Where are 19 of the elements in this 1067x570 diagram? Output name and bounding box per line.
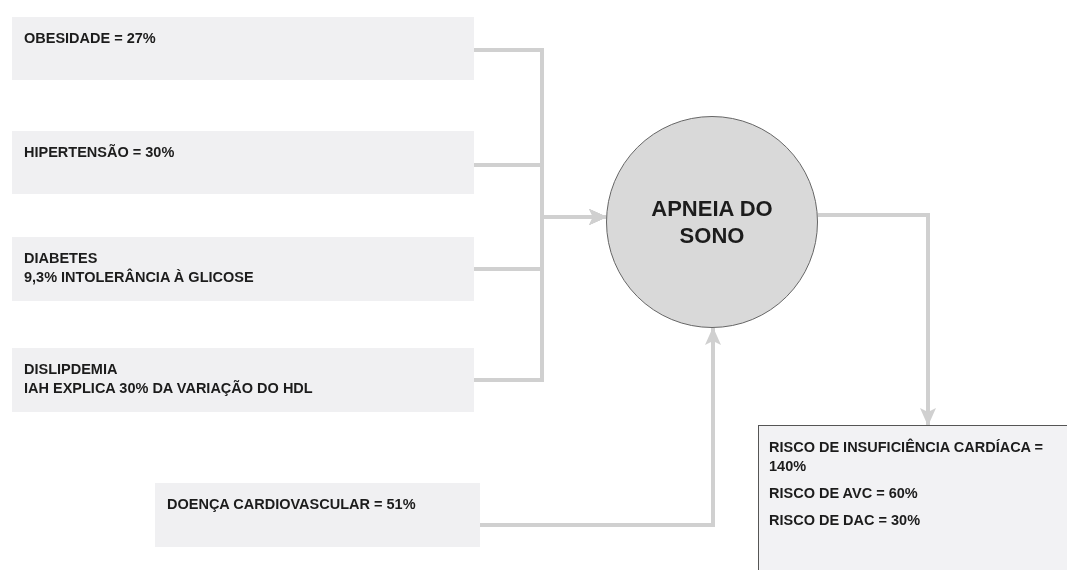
node-heading: DIABETES xyxy=(24,249,99,268)
node-text: OBESIDADE = 27% xyxy=(24,29,157,48)
node-heading: DISLIPDEMIA xyxy=(24,360,119,379)
arrow xyxy=(817,213,936,426)
node-text: RISCO DE INSUFICIÊNCIA CARDÍACA = 140% xyxy=(769,438,1045,476)
node-text: 9,3% INTOLERÂNCIA À GLICOSE xyxy=(24,267,255,287)
factor-box xyxy=(12,131,474,194)
node-text: RISCO DE DAC = 30% xyxy=(769,510,922,530)
factor-box xyxy=(12,348,474,412)
node-text: IAH EXPLICA 30% DA VARIAÇÃO DO HDL xyxy=(24,378,314,398)
factor-box xyxy=(12,237,474,301)
node-text: RISCO DE AVC = 60% xyxy=(769,483,919,503)
node-text: DOENÇA CARDIOVASCULAR = 51% xyxy=(167,495,417,514)
factor-box xyxy=(155,483,480,547)
risk-box xyxy=(758,425,1067,570)
node-text: HIPERTENSÃO = 30% xyxy=(24,143,176,162)
node-title: APNEIA DO SONO xyxy=(650,194,774,250)
factor-box xyxy=(12,17,474,80)
arrow xyxy=(480,327,721,527)
